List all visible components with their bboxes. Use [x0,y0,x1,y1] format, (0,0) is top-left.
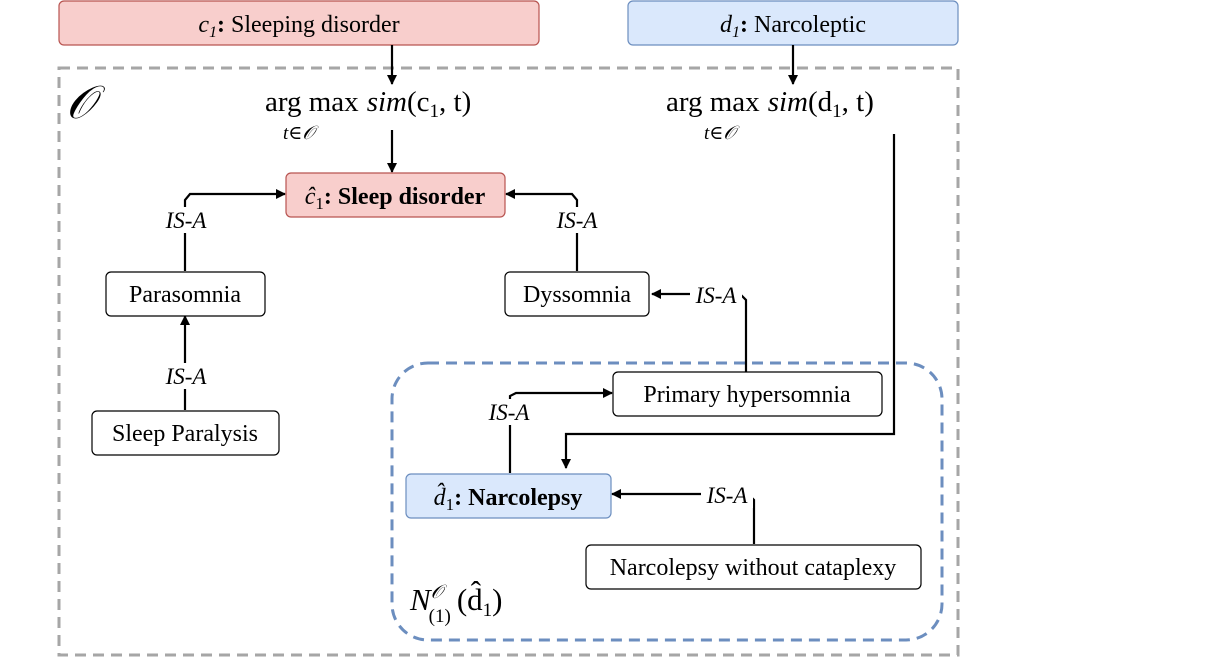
node-parasomnia: Parasomnia [105,271,266,317]
svg-text:Narcolepsy without cataplexy: Narcolepsy without cataplexy [610,555,897,581]
input-d1-box: d1: Narcoleptic [627,0,959,46]
node-primary-hypersomnia: Primary hypersomnia [612,371,883,417]
isa-label-sleep-paralysis: IS-A [161,363,211,389]
svg-text:ĉ1: Sleep disorder: ĉ1: Sleep disorder [305,184,486,213]
isa-label-parasomnia: IS-A [161,207,211,233]
svg-text:Primary hypersomnia: Primary hypersomnia [643,382,851,408]
svg-text:Dyssomnia: Dyssomnia [523,282,631,308]
isa-label-narcolepsy: IS-A [483,399,535,425]
svg-text:d̂1: Narcolepsy: d̂1: Narcolepsy [434,483,583,514]
input-d1-label: d1: Narcoleptic [720,12,866,41]
input-c1-label: c1: Sleeping disorder [198,12,399,41]
edge-parasomnia-isa [183,189,286,271]
svg-text:IS-A: IS-A [165,208,208,233]
node-narcolepsy-without-cataplexy: Narcolepsy without cataplexy [585,544,922,590]
svg-text:t∈𝒪: t∈𝒪 [704,123,740,144]
node-sleep-disorder: ĉ1: Sleep disorder [285,172,506,218]
svg-text:IS-A: IS-A [488,400,531,425]
neighborhood-label: N𝒪(1)(d̂1) [409,581,502,627]
isa-label-primary-hypersomnia: IS-A [690,282,742,308]
svg-text:IS-A: IS-A [695,283,738,308]
svg-text:t∈𝒪: t∈𝒪 [283,123,319,144]
edge-dyssomnia-isa [505,189,579,271]
neighborhood-region [390,361,944,642]
isa-label-dyssomnia: IS-A [552,207,602,233]
svg-text:Parasomnia: Parasomnia [129,282,241,308]
svg-text:IS-A: IS-A [706,483,749,508]
node-dyssomnia: Dyssomnia [504,271,650,317]
ontology-symbol: 𝒪 [66,77,106,128]
input-c1-box: c1: Sleeping disorder [58,0,540,46]
node-narcolepsy: d̂1: Narcolepsy [405,473,612,519]
node-sleep-paralysis: Sleep Paralysis [91,410,280,456]
ontology-region [57,66,960,657]
edge-argmax-to-narcolepsy [561,134,896,469]
isa-label-nwc: IS-A [701,482,753,508]
svg-text:IS-A: IS-A [556,208,599,233]
svg-text:IS-A: IS-A [165,364,208,389]
svg-text:Sleep Paralysis: Sleep Paralysis [112,421,258,447]
edge-narcolepsy-isa [508,388,613,473]
